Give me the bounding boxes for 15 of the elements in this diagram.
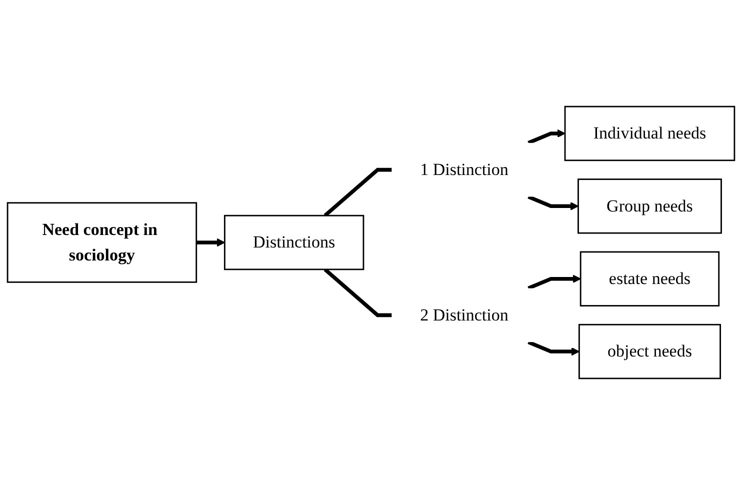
- arrow: [196, 238, 226, 247]
- node-box: Individual needs: [564, 106, 736, 162]
- node-box: estate needs: [580, 251, 720, 306]
- node-box: Need concept in sociology: [6, 202, 198, 283]
- arrow: [528, 340, 580, 356]
- node-box: Group needs: [578, 178, 722, 234]
- node-text: 1 Distinction: [420, 160, 508, 179]
- node-box: Distinctions: [224, 214, 364, 270]
- arrow: [528, 274, 581, 290]
- connector: [324, 268, 392, 318]
- node-text: 2 Distinction: [420, 305, 508, 324]
- arrow: [528, 194, 579, 210]
- arrow: [528, 129, 566, 145]
- connector: [324, 168, 392, 218]
- node-box: object needs: [578, 324, 721, 380]
